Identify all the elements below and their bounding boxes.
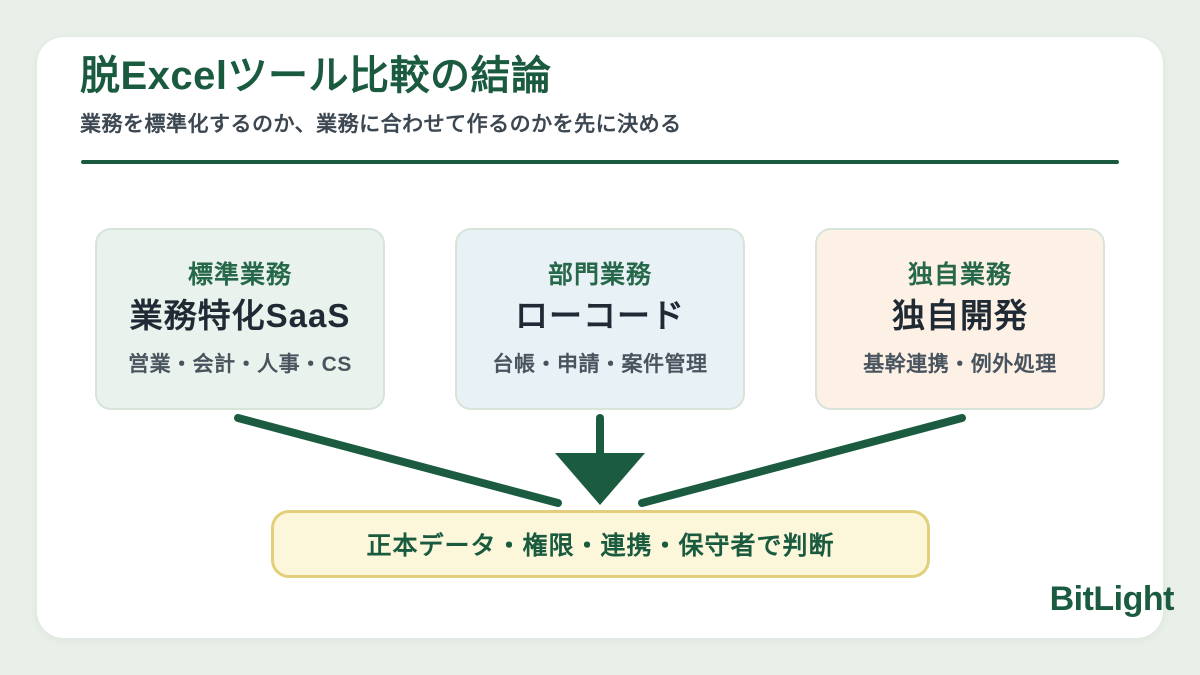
card-tool-name: ローコード (515, 297, 685, 334)
card-tool-name: 独自開発 (892, 297, 1028, 334)
page-title: 脱Excelツール比較の結論 (80, 54, 552, 98)
card-department-business: 部門業務 ローコード 台帳・申請・案件管理 (455, 228, 745, 410)
card-examples: 営業・会計・人事・CS (128, 353, 352, 376)
title-divider (81, 160, 1119, 164)
card-category-label: 標準業務 (187, 261, 292, 289)
card-category-label: 部門業務 (547, 261, 652, 289)
card-standard-business: 標準業務 業務特化SaaS 営業・会計・人事・CS (95, 228, 385, 410)
card-examples: 基幹連携・例外処理 (863, 353, 1057, 376)
card-examples: 台帳・申請・案件管理 (492, 353, 708, 376)
page-subtitle: 業務を標準化するのか、業務に合わせて作るのかを先に決める (80, 113, 682, 136)
conclusion-text: 正本データ・権限・連携・保守者で判断 (366, 532, 835, 560)
bitlight-logo: BitLight (1049, 580, 1175, 618)
conclusion-box: 正本データ・権限・連携・保守者で判断 (271, 510, 930, 578)
card-unique-business: 独自業務 独自開発 基幹連携・例外処理 (815, 228, 1105, 410)
card-category-label: 独自業務 (907, 261, 1012, 289)
card-tool-name: 業務特化SaaS (129, 297, 351, 334)
